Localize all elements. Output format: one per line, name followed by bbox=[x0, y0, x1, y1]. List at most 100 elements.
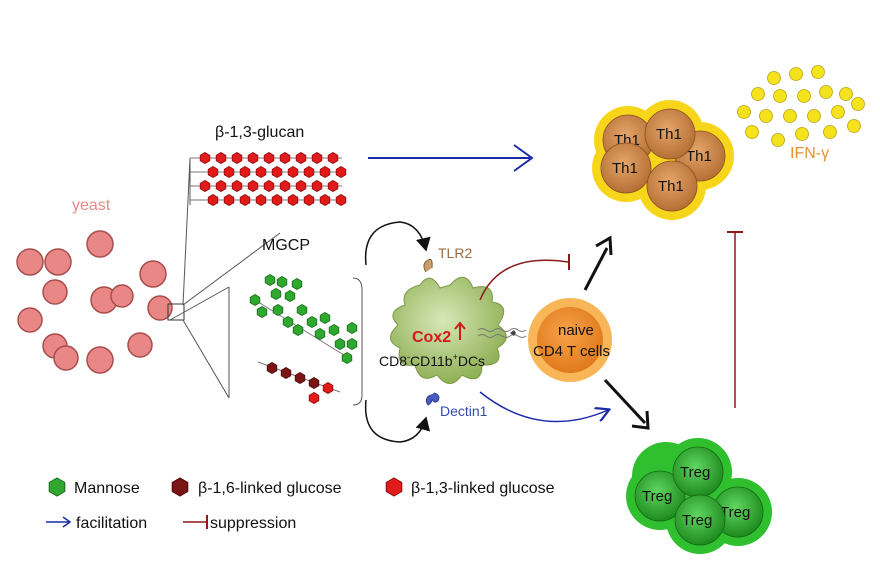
dc-label: CD8-CD11b+DCs bbox=[379, 352, 485, 369]
ifn-gamma-dot bbox=[783, 109, 797, 123]
b13-glucose-unit bbox=[199, 152, 211, 164]
arrow-to-tlr2 bbox=[364, 221, 431, 266]
b13-glucose-unit bbox=[263, 152, 275, 164]
ifn-gamma-dot bbox=[795, 127, 809, 141]
b13-glucose-unit bbox=[247, 152, 259, 164]
th1-arrowhead-icon bbox=[595, 235, 613, 256]
naive-cd4-t-cell bbox=[528, 298, 612, 382]
b13-glucose-unit bbox=[311, 152, 323, 164]
tlr2-label: TLR2 bbox=[438, 245, 472, 261]
b13-glucose-unit bbox=[231, 180, 243, 192]
b13-glucose-unit bbox=[311, 180, 323, 192]
b13-glucose-unit bbox=[271, 166, 283, 178]
b16-glucose-unit bbox=[308, 377, 320, 389]
mannose-unit bbox=[249, 294, 261, 306]
synapse-lines bbox=[477, 328, 527, 338]
b13-glucose-unit bbox=[287, 166, 299, 178]
b13-glucose-unit bbox=[327, 180, 339, 192]
mannose-unit bbox=[346, 322, 358, 334]
b13-glucose-unit bbox=[319, 166, 331, 178]
b13-glucose-unit bbox=[231, 152, 243, 164]
arrow-to-th1 bbox=[583, 247, 609, 291]
b13-glucose-unit bbox=[303, 194, 315, 206]
b13-glucose-unit bbox=[207, 166, 219, 178]
yeast-label: yeast bbox=[72, 197, 111, 214]
mannose-unit bbox=[334, 338, 346, 350]
b13-glucose-unit bbox=[239, 166, 251, 178]
tlr2-suppression-line bbox=[479, 259, 569, 301]
mannose-unit bbox=[296, 304, 308, 316]
b13-glucose-unit bbox=[215, 180, 227, 192]
mannose-unit bbox=[272, 304, 284, 316]
ifn-gamma-dots bbox=[737, 65, 865, 147]
b13-glucose-unit bbox=[335, 166, 347, 178]
th1-label: Th1 bbox=[656, 126, 682, 143]
mannose-unit bbox=[264, 274, 276, 286]
mannose-unit bbox=[256, 306, 268, 318]
ifn-gamma-dot bbox=[811, 65, 825, 79]
zoom-lines bbox=[169, 157, 281, 399]
b13-glucose-unit bbox=[207, 194, 219, 206]
b13-glucose-unit bbox=[255, 166, 267, 178]
bond-line bbox=[254, 299, 353, 361]
treg-cell bbox=[674, 494, 726, 546]
mannose-unit bbox=[319, 312, 331, 324]
legend: Mannose β-1,6-linked glucose β-1,3-linke… bbox=[46, 477, 555, 532]
legend-suppression: suppression bbox=[210, 515, 296, 532]
mannose-unit bbox=[346, 338, 358, 350]
b13-glucose-unit bbox=[319, 194, 331, 206]
th1-cell bbox=[600, 142, 652, 194]
ifn-gamma-dot bbox=[767, 71, 781, 85]
legend-facilitation: facilitation bbox=[76, 515, 147, 532]
ifn-gamma-dot bbox=[797, 89, 811, 103]
b13-glucose-unit bbox=[255, 194, 267, 206]
mgcp-structure bbox=[249, 274, 358, 404]
mannose-hexagon-icon bbox=[48, 477, 66, 497]
ifn-gamma-dot bbox=[771, 133, 785, 147]
b13-glucose-unit bbox=[303, 166, 315, 178]
tlr2-receptor-icon bbox=[423, 258, 433, 273]
ifn-gamma-dot bbox=[789, 67, 803, 81]
b13-glucose-unit bbox=[327, 152, 339, 164]
up-arrow-icon bbox=[454, 321, 466, 340]
b13-glucose-unit bbox=[308, 392, 320, 404]
dectin1-facilitation-line bbox=[479, 391, 608, 423]
mannose-unit bbox=[314, 328, 326, 340]
mgcp-label: MGCP bbox=[262, 237, 310, 254]
treg-label: Treg bbox=[642, 488, 672, 505]
b13-glucose-unit bbox=[223, 194, 235, 206]
ifn-gamma-dot bbox=[823, 125, 837, 139]
ifn-gamma-dot bbox=[851, 97, 865, 111]
glucan-arrowhead-icon bbox=[513, 144, 534, 172]
ifn-gamma-dot bbox=[751, 87, 765, 101]
b13-glucose-unit bbox=[279, 152, 291, 164]
b16-glucose-unit bbox=[266, 362, 278, 374]
mannose-unit bbox=[282, 316, 294, 328]
th1-label: Th1 bbox=[612, 160, 638, 177]
legend-b16: β-1,6-linked glucose bbox=[198, 480, 342, 497]
b13-glucose-unit bbox=[263, 180, 275, 192]
ifng-label: IFN-γ bbox=[790, 145, 829, 162]
treg-label: Treg bbox=[720, 504, 750, 521]
naive-line1: naive bbox=[558, 322, 594, 339]
cox2-label: Cox2 bbox=[412, 329, 451, 346]
dendritic-cell bbox=[390, 258, 507, 406]
legend-b13: β-1,3-linked glucose bbox=[411, 480, 555, 497]
b13-glucose-unit bbox=[335, 194, 347, 206]
b13-glucose-unit bbox=[223, 166, 235, 178]
th1-cell bbox=[646, 160, 698, 212]
naive-line2: CD4 T cells bbox=[533, 343, 610, 360]
glucan-label: β-1,3-glucan bbox=[215, 124, 304, 141]
th1-cell bbox=[644, 108, 696, 160]
b13-glucose-hexagon-icon bbox=[385, 477, 403, 497]
ifn-gamma-dot bbox=[847, 119, 861, 133]
yeast-cluster bbox=[16, 230, 173, 374]
b13-glucose-unit bbox=[287, 194, 299, 206]
treg-arrowhead-icon bbox=[631, 410, 650, 430]
mannose-unit bbox=[328, 324, 340, 336]
mannose-unit bbox=[341, 352, 353, 364]
ifn-gamma-dot bbox=[759, 109, 773, 123]
b16-glucose-unit bbox=[294, 372, 306, 384]
